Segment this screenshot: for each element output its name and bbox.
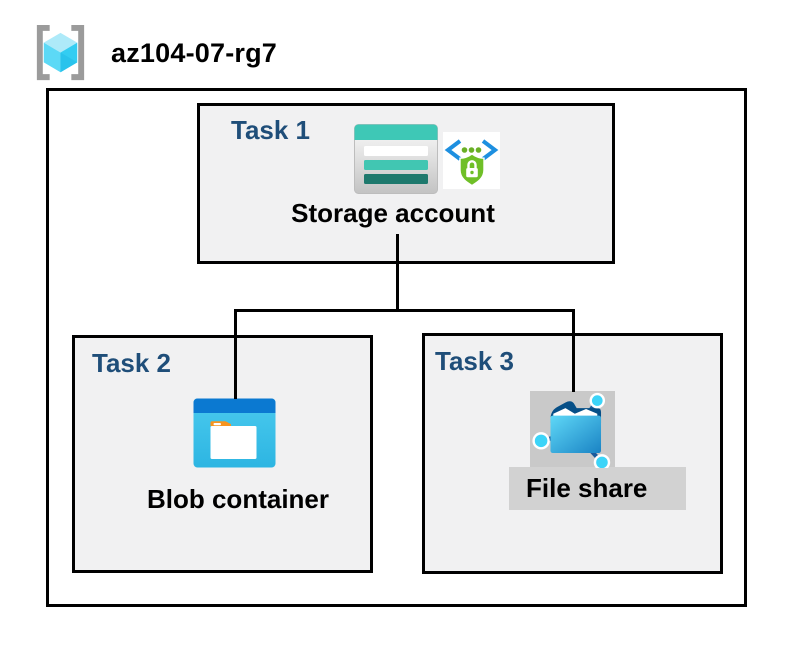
storage-account-icon <box>354 124 438 194</box>
connector-to-blob-container <box>234 312 237 399</box>
blob-container-node-label: Blob container <box>146 484 329 514</box>
resource-group-name: az104-07-rg7 <box>111 37 277 68</box>
connector-horizontal-branch <box>234 309 575 312</box>
blob-container-icon <box>193 398 276 468</box>
secure-access-sas-icon <box>443 132 500 189</box>
storage-account-node-label: Storage account <box>291 198 495 228</box>
resource-group-icon <box>36 24 85 81</box>
task3-label: Task 3 <box>435 346 515 376</box>
connector-to-file-share <box>572 312 575 392</box>
task2-label: Task 2 <box>92 348 172 378</box>
file-share-node-label: File share <box>526 473 648 503</box>
file-share-label-background: File share <box>509 467 686 510</box>
task1-label: Task 1 <box>231 115 311 145</box>
connector-storage-stem <box>396 234 399 312</box>
file-share-icon <box>532 392 611 468</box>
